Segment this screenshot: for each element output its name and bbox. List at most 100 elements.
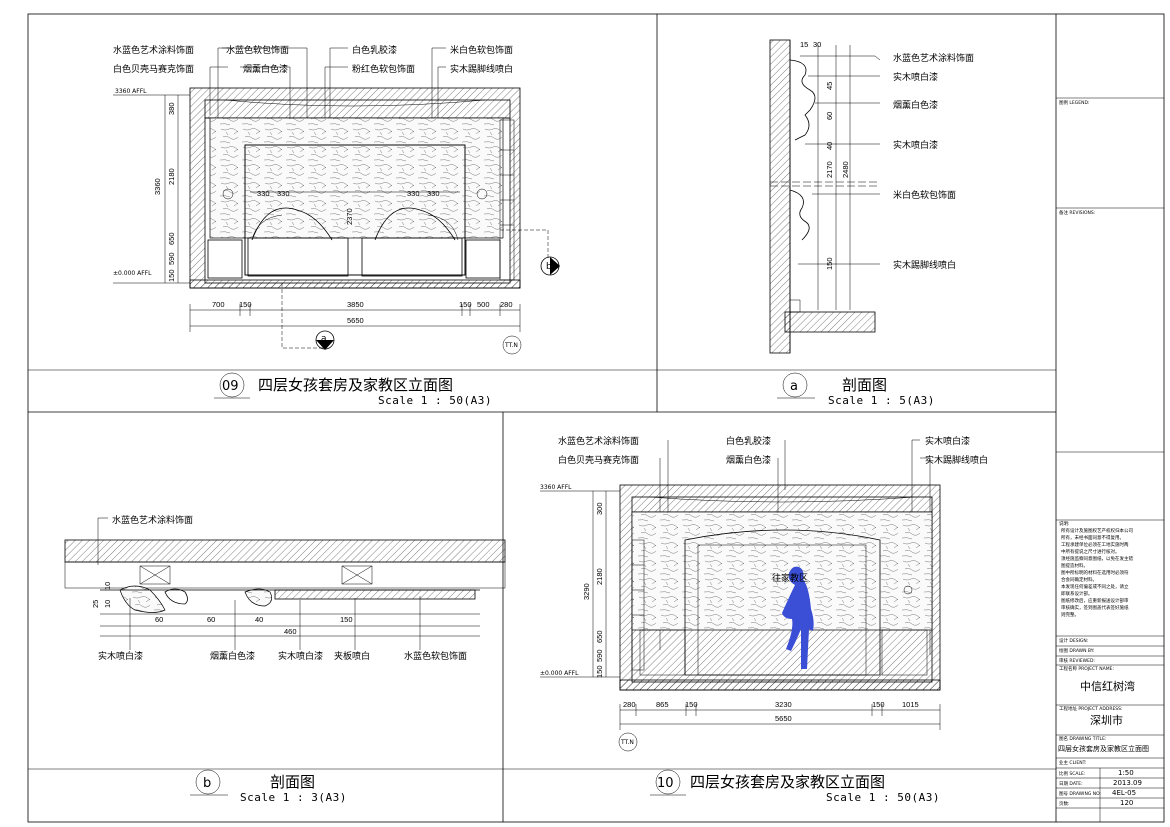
- tb-note-2: 所有，未经书面同意不得复用。: [1061, 534, 1124, 541]
- dim-b-8: 10: [103, 600, 112, 608]
- callout-a-2: 实木喷白漆: [893, 71, 938, 83]
- drawing-number-09: 09: [222, 379, 239, 394]
- tb-note-8: 合会同确定材料。: [1061, 576, 1097, 583]
- callout-09-8: 实木踢脚线喷白: [450, 63, 513, 75]
- callout-a-5: 米白色软包饰面: [893, 189, 956, 201]
- tb-project-label: 工程名称 PROJECT NAME:: [1059, 665, 1114, 672]
- dim-10-v4: 650: [595, 630, 604, 643]
- callout-10-r1: 实木喷白漆: [925, 435, 970, 447]
- tb-address-label: 工程地址 PROJECT ADDRESS:: [1059, 705, 1123, 712]
- section-b: 60 60 40 150 460 10 25 10 水蓝色艺术涂料饰面 实木喷白…: [64, 514, 506, 804]
- tb-note-5: 须经施监察同意图纸，以免在发主错: [1061, 555, 1133, 562]
- callout-b-5: 水蓝色软包饰面: [404, 650, 467, 662]
- callout-10-l2: 白色贝壳马赛克饰面: [558, 454, 639, 466]
- dim-10-h6: 1015: [902, 700, 919, 709]
- tb-scale: 1:50: [1118, 769, 1134, 777]
- drawing-title-10: 四层女孩套房及家教区立面图: [690, 773, 885, 791]
- tb-note-6: 图提造材料。: [1061, 562, 1088, 569]
- tb-project-name: 中信红树湾: [1080, 679, 1135, 693]
- tb-note-13: 则完整。: [1061, 611, 1079, 618]
- dim-a-5: 40: [825, 142, 834, 150]
- callout-09-7: 米白色软包饰面: [450, 44, 513, 56]
- drawing-09: 水蓝色艺术涂料饰面 白色贝壳马赛克饰面 水蓝色软包饰面 烟薰白色漆 白色乳胶漆 …: [113, 44, 560, 407]
- tb-drawn-label: 绘图 DRAWN BY:: [1059, 647, 1094, 654]
- dim-09-v2: 380: [167, 102, 176, 115]
- dim-09-i4: 330: [407, 189, 420, 198]
- callout-10-r2: 实木踢脚线喷白: [925, 454, 988, 466]
- callout-09-5: 白色乳胶漆: [352, 44, 397, 56]
- section-b-title: 剖面图: [270, 773, 315, 791]
- callout-b-4: 夹板喷白: [334, 650, 370, 662]
- callout-b-2: 烟薰白色漆: [210, 650, 255, 662]
- dim-b-7: 25: [91, 600, 100, 608]
- dim-09-v1: 3360: [153, 178, 162, 195]
- dim-09-h3: 3850: [347, 300, 364, 309]
- tb-scale-label: 比例 SCALE:: [1059, 770, 1085, 777]
- dim-10-v2: 300: [595, 502, 604, 515]
- section-mark-09-a: a: [321, 334, 327, 344]
- callout-09-4: 烟薰白色漆: [243, 63, 288, 75]
- dim-a-6: 2170: [825, 161, 834, 178]
- dim-09-total: 5650: [347, 316, 364, 325]
- title-block: 图例 LEGEND: 备注 REVISIONS: 说明: 所有设计及施图权艺产权…: [1056, 97, 1164, 822]
- tb-drawing-title: 四层女孩套房及家教区立面图: [1058, 744, 1149, 753]
- callout-09-2: 白色贝壳马赛克饰面: [113, 63, 194, 75]
- dim-10-h5: 150: [872, 700, 885, 709]
- tb-page: 120: [1120, 799, 1133, 807]
- dim-09-v6: 150: [167, 269, 176, 282]
- dim-b-5: 460: [284, 627, 297, 636]
- dim-b-6: 10: [103, 582, 112, 590]
- level-09-floor: ±0.000 AFFL: [113, 270, 152, 277]
- callout-a-6: 实木踢脚线喷白: [893, 259, 956, 271]
- dim-a-1: 15: [800, 40, 808, 49]
- tb-note-7: 图中所标明的材料在选用时必须符: [1061, 569, 1129, 576]
- section-b-number: b: [203, 776, 211, 791]
- dim-09-i1: 330: [257, 189, 270, 198]
- dim-09-v5: 590: [167, 252, 176, 265]
- dim-09-v4: 650: [167, 232, 176, 245]
- dim-b-2: 60: [207, 615, 215, 624]
- callout-10-m1: 白色乳胶漆: [726, 435, 771, 447]
- dim-10-h2: 865: [656, 700, 669, 709]
- dim-09-v3: 2180: [167, 168, 176, 185]
- dim-09-h1: 700: [212, 300, 225, 309]
- dim-a-2: 30: [813, 40, 821, 49]
- callout-10-m2: 烟薰白色漆: [726, 454, 771, 466]
- dim-10-v5: 590: [595, 649, 604, 662]
- tb-notes-label: 说明:: [1059, 520, 1070, 527]
- dim-09-h6: 280: [500, 300, 513, 309]
- level-10-top: 3360 AFFL: [540, 484, 572, 491]
- tb-note-4: 中所有提说之尺寸进行核对。: [1061, 548, 1120, 555]
- callout-a-1: 水蓝色艺术涂料饰面: [893, 52, 974, 64]
- tb-drawing-no: 4EL-05: [1112, 789, 1136, 797]
- tb-revisions-label: 备注 REVISIONS:: [1059, 209, 1095, 216]
- drawing-scale-10: Scale 1 : 50(A3): [826, 791, 940, 804]
- drawing-10: 水蓝色艺术涂料饰面 白色贝壳马赛克饰面 白色乳胶漆 烟薰白色漆 实木喷白漆 实木…: [540, 435, 988, 804]
- room-label-10: 往家教区: [772, 572, 808, 584]
- drawing-number-10: 10: [657, 776, 674, 791]
- section-b-scale: Scale 1 : 3(A3): [240, 791, 347, 804]
- callout-09-3: 水蓝色软包饰面: [226, 44, 289, 56]
- dim-a-8: 150: [825, 257, 834, 270]
- tb-design-label: 设计 DESIGN:: [1059, 637, 1088, 644]
- section-a-number: a: [790, 379, 798, 394]
- callout-b-3: 实木喷白漆: [278, 650, 323, 662]
- dim-09-h5: 500: [477, 300, 490, 309]
- callout-09-6: 粉红色软包饰面: [352, 63, 415, 75]
- tb-note-1: 所有设计及施图权艺产权权归本公司: [1061, 527, 1133, 534]
- callout-b-top: 水蓝色艺术涂料饰面: [112, 514, 193, 526]
- callout-10-l1: 水蓝色艺术涂料饰面: [558, 435, 639, 447]
- dim-b-1: 60: [155, 615, 163, 624]
- dim-09-h2: 150: [239, 300, 252, 309]
- dim-09-i2: 330: [277, 189, 290, 198]
- dim-10-total: 5650: [775, 714, 792, 723]
- section-a-title: 剖面图: [842, 376, 887, 394]
- drawing-scale-09: Scale 1 : 50(A3): [378, 394, 492, 407]
- tb-note-9: 本发现任何偏差或不同之处，请立: [1061, 583, 1129, 590]
- section-a-scale: Scale 1 : 5(A3): [828, 394, 935, 407]
- ref-tag-09: TT.N: [504, 342, 518, 349]
- tb-note-3: 工程承建单位必须在工地实施时两: [1061, 541, 1129, 548]
- tb-legend-label: 图例 LEGEND:: [1059, 99, 1089, 106]
- dim-10-h3: 150: [685, 700, 698, 709]
